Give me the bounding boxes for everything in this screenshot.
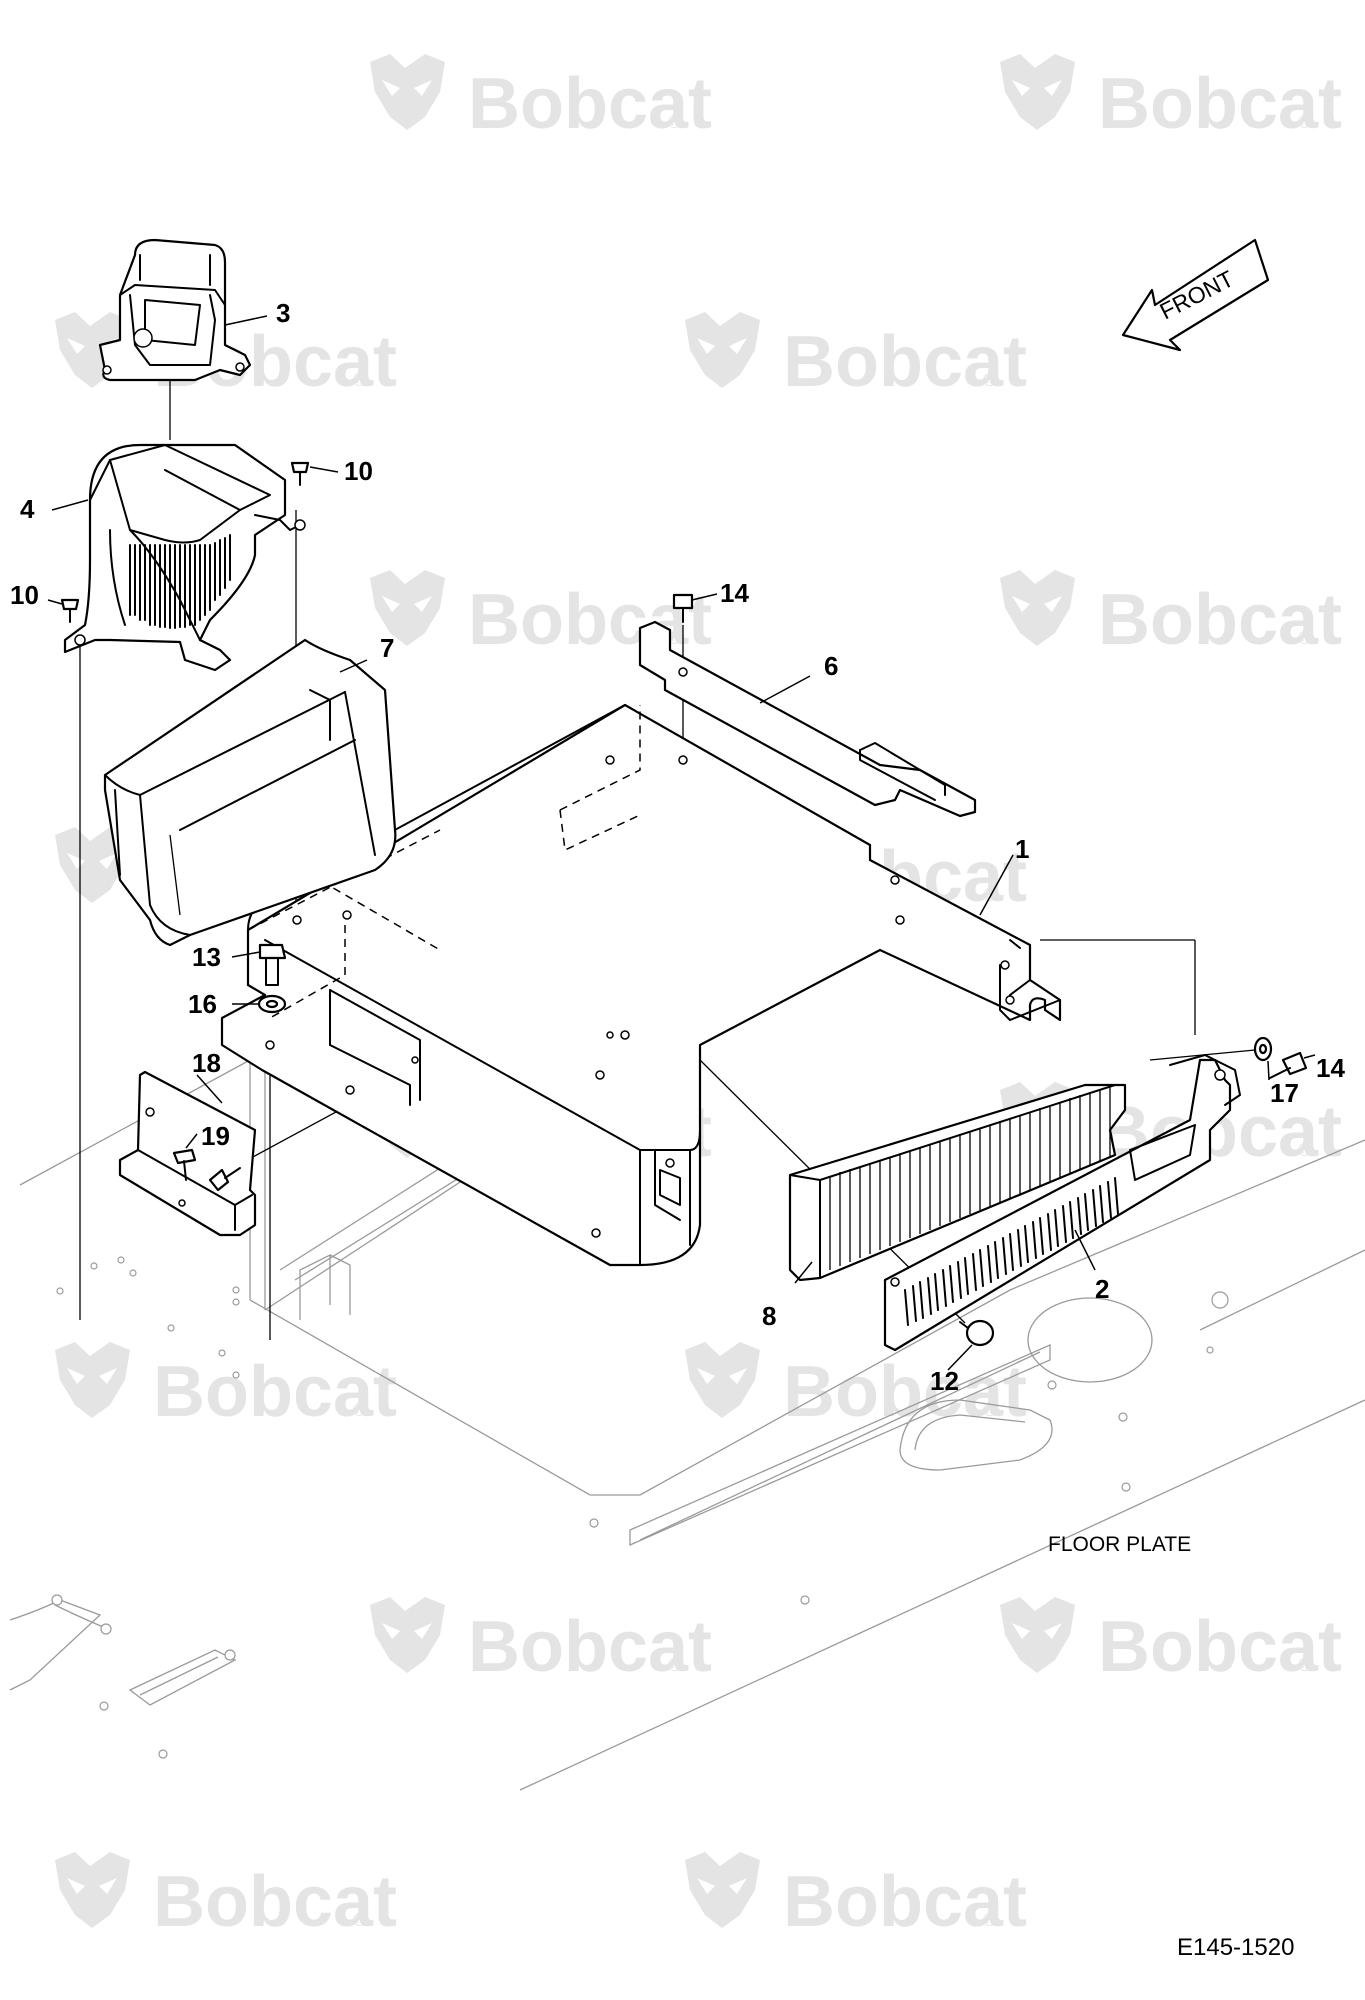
watermark-text: Bobcat [1098, 580, 1342, 660]
watermark-reg: ® [1298, 112, 1311, 132]
watermark-text: Bobcat [783, 1352, 1027, 1432]
part-2-louvred-cover [883, 1054, 1241, 1352]
part-1-main-housing [220, 703, 1062, 1267]
watermark-reg: ® [353, 370, 366, 390]
washer-17 [1253, 1036, 1273, 1062]
watermark-reg: ® [1298, 628, 1311, 648]
watermark-text: Bobcat [1098, 64, 1342, 144]
watermark-text: Bobcat [153, 1862, 397, 1942]
callout-13: 13 [192, 942, 221, 972]
part-7-air-duct [103, 638, 397, 947]
callout-1: 1 [1015, 834, 1029, 864]
screw-14-right [1269, 1051, 1308, 1079]
watermark-reg: ® [353, 1910, 366, 1930]
knob-12 [959, 1319, 995, 1347]
floor-plate-drawing [9, 1058, 1365, 1791]
drawing-code: E145-1520 [1177, 1934, 1294, 1961]
screw-14-upper [672, 593, 694, 623]
callout-12: 12 [930, 1366, 959, 1396]
watermark-row-3: Bobcat ® Bobcat ® [370, 570, 1342, 660]
hardware [60, 461, 1308, 1347]
bolt-13 [258, 943, 287, 986]
watermark-reg: ® [983, 370, 996, 390]
callout-2: 2 [1095, 1274, 1109, 1304]
watermark-text: Bobcat [468, 64, 712, 144]
watermark-reg: ® [668, 1655, 681, 1675]
watermark-reg: ® [1298, 1655, 1311, 1675]
callout-14-right: 14 [1316, 1053, 1345, 1083]
screw-19-a [172, 1148, 197, 1181]
callout-4: 4 [20, 494, 35, 524]
part-6-bracket-strip [638, 620, 977, 818]
watermark-reg: ® [353, 1400, 366, 1420]
callout-8: 8 [762, 1301, 776, 1331]
screw-10-lower [60, 598, 80, 623]
callout-16: 16 [188, 989, 217, 1019]
watermark-row-6: Bobcat ® Bobcat ® [55, 1342, 1027, 1432]
callout-18: 18 [192, 1048, 221, 1078]
callout-10-lower: 10 [10, 580, 39, 610]
part-8-filter-core [788, 1083, 1127, 1282]
watermark-text: Bobcat [468, 580, 712, 660]
watermark-reg: ® [983, 1910, 996, 1930]
watermark-reg: ® [668, 628, 681, 648]
watermark-reg: ® [1298, 1140, 1311, 1160]
front-direction-arrow: FRONT [1121, 238, 1270, 352]
blower-louvres [129, 534, 231, 629]
watermark-text: Bobcat [783, 322, 1027, 402]
leader-lines [47, 315, 1316, 1371]
watermark-text: Bobcat [783, 1862, 1027, 1942]
callout-14-upper: 14 [720, 578, 749, 608]
screw-19-b [208, 1167, 241, 1192]
watermark-text: Bobcat [468, 1607, 712, 1687]
watermark-text: Bobcat [1098, 1607, 1342, 1687]
callout-6: 6 [824, 651, 838, 681]
callout-7: 7 [380, 633, 394, 663]
callout-17: 17 [1270, 1078, 1299, 1108]
washer-16 [257, 994, 287, 1014]
watermark-text: Bobcat [153, 1352, 397, 1432]
callout-10-upper: 10 [344, 456, 373, 486]
screw-10-upper [290, 461, 310, 486]
floor-plate-label: FLOOR PLATE [1048, 1533, 1191, 1556]
filter-fins [829, 1086, 1111, 1270]
callout-3: 3 [276, 298, 290, 328]
part-4-blower-housing [63, 443, 306, 672]
cover-louvres [904, 1177, 1119, 1326]
callout-numbers: 1 2 3 4 6 7 8 10 10 12 13 14 14 16 17 18… [10, 298, 1345, 1396]
callout-19: 19 [201, 1121, 230, 1151]
watermark-row-1: Bobcat ® Bobcat ® [370, 54, 1342, 144]
watermark-row-8: Bobcat ® Bobcat ® [55, 1852, 1027, 1942]
part-3-top-vent-duct [98, 238, 252, 382]
watermark-row-7: Bobcat ® Bobcat ® [370, 1597, 1342, 1687]
watermark-reg: ® [668, 112, 681, 132]
